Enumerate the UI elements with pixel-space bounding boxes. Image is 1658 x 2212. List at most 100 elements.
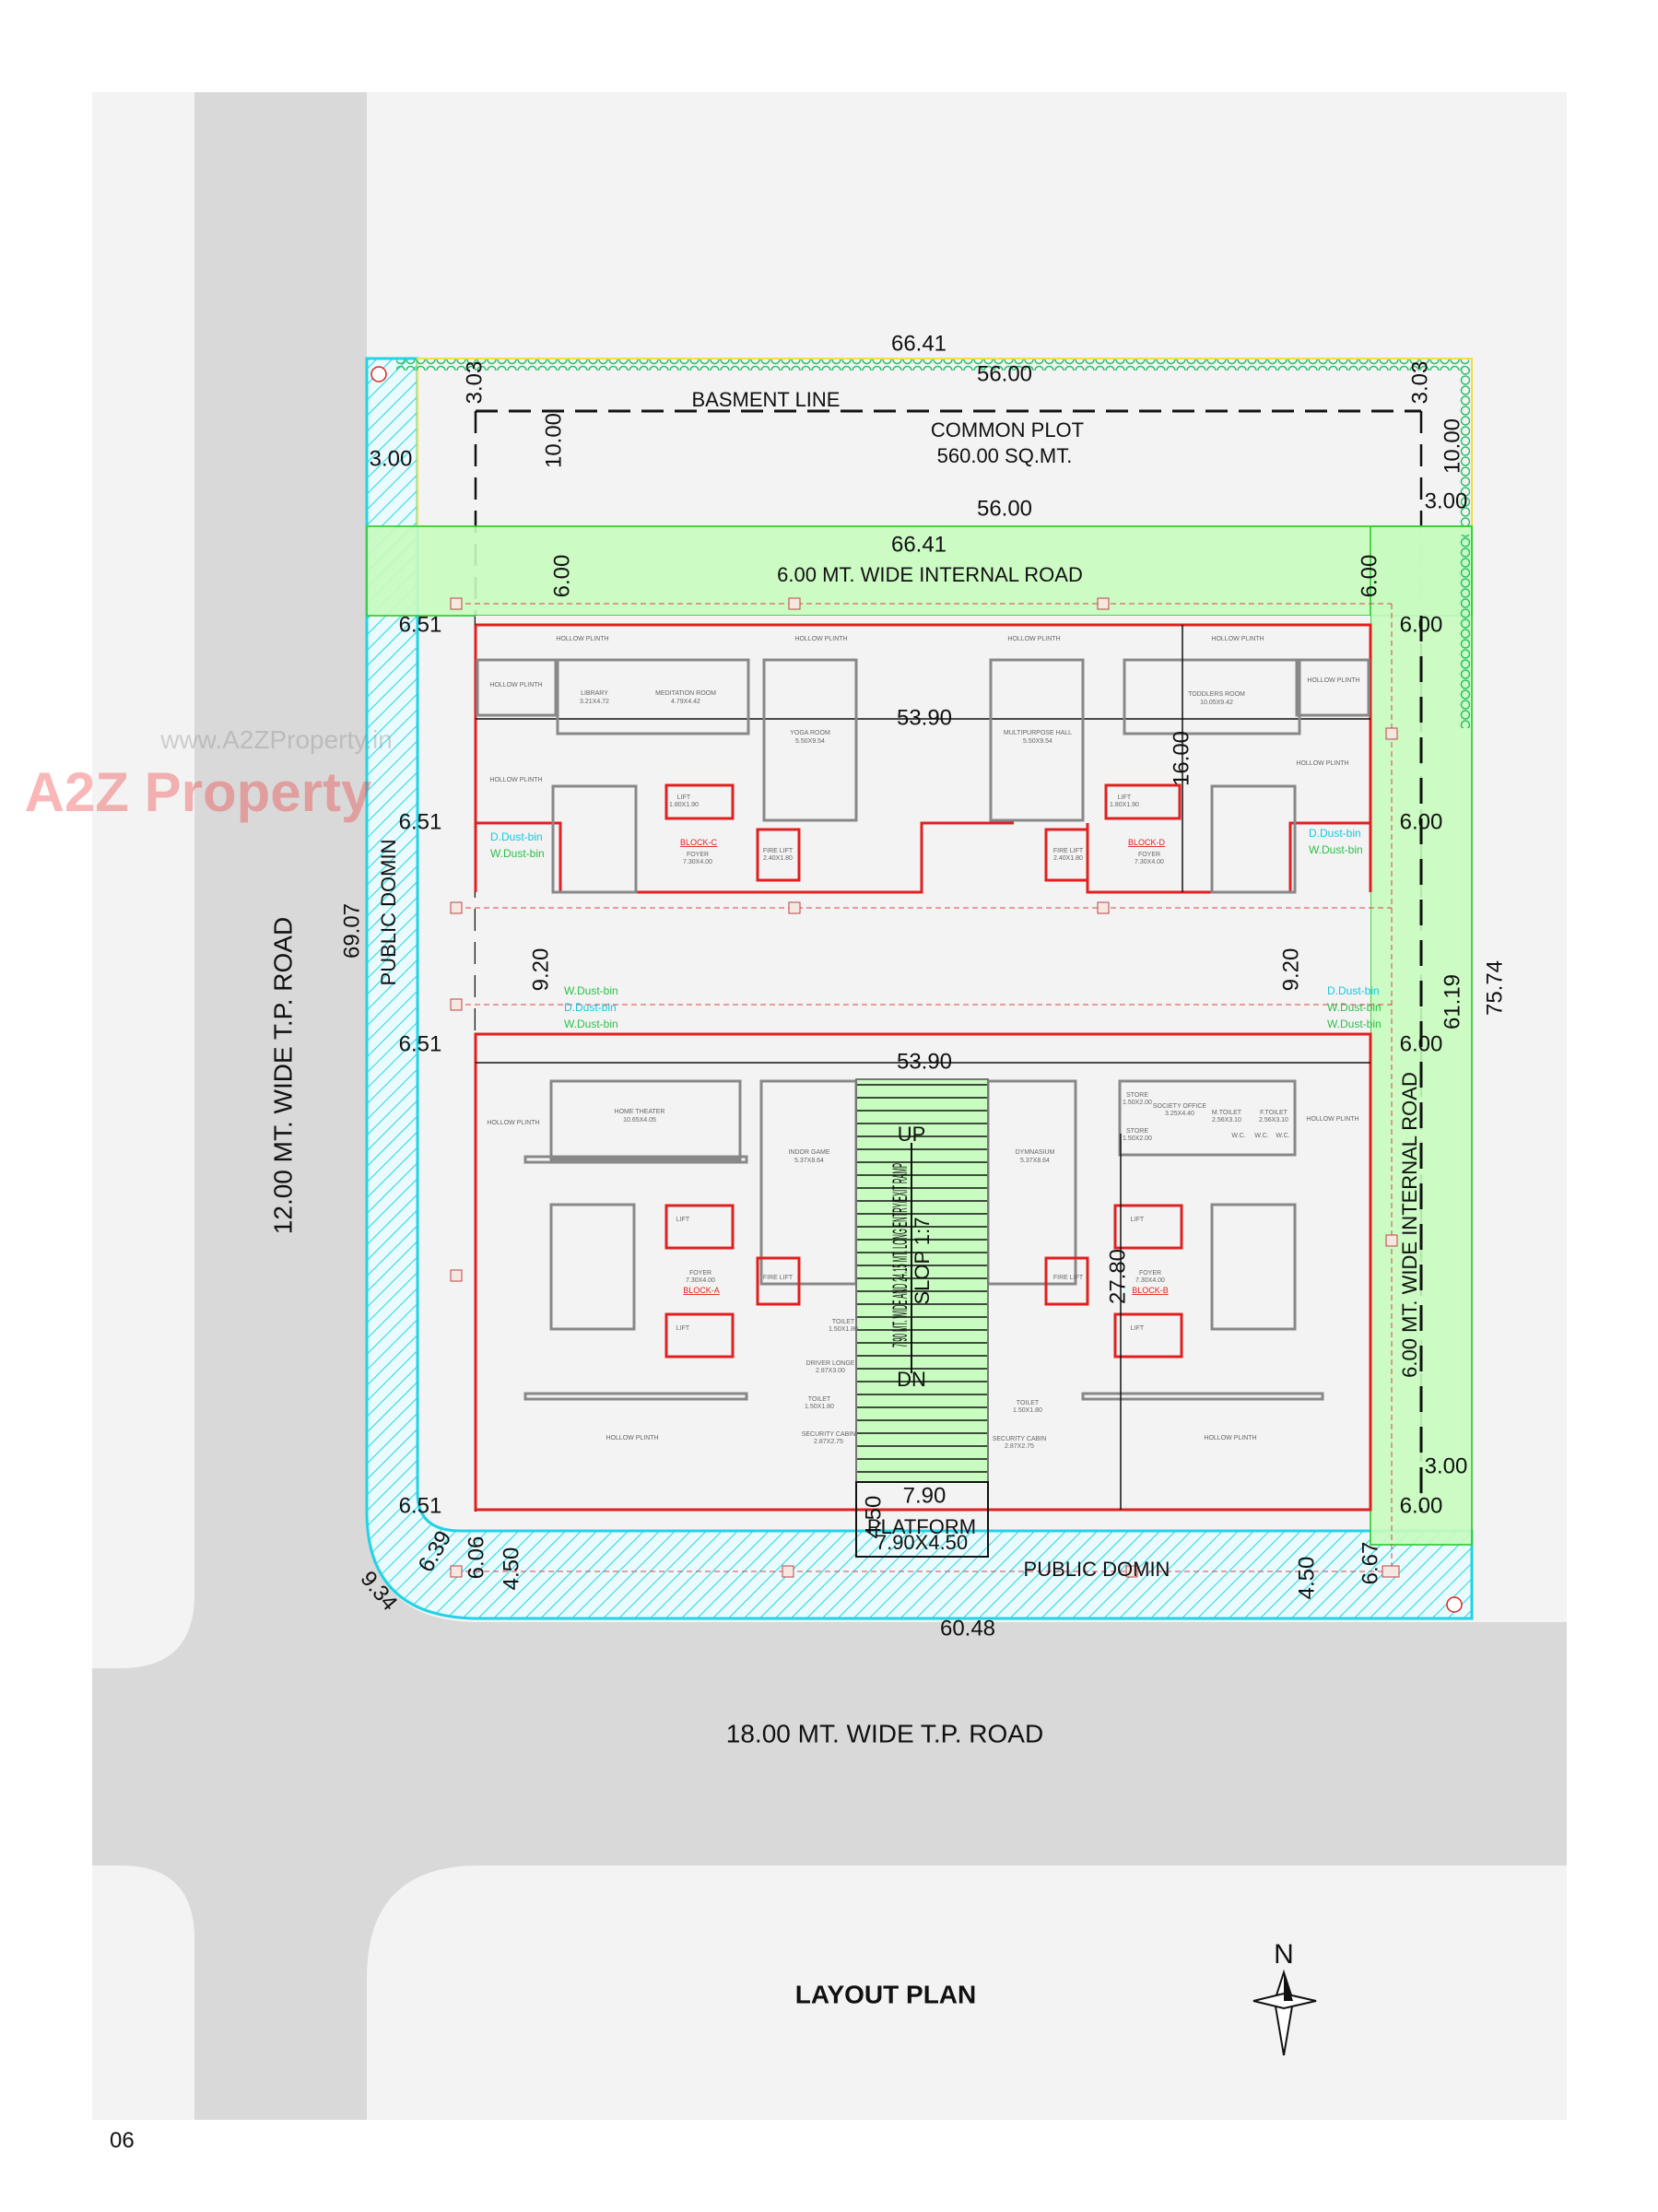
lift-b-lower <box>1113 1312 1183 1359</box>
room-hollow-plinth: HOLLOW PLINTH <box>487 1120 539 1126</box>
wall-strip <box>523 1155 748 1164</box>
left-road-label: 12.00 MT. WIDE T.P. ROAD <box>268 917 297 1234</box>
dim-bottom-total: 60.48 <box>940 1616 995 1641</box>
stair-d <box>1210 784 1297 894</box>
svg-text:3.25X4.40: 3.25X4.40 <box>1165 1111 1194 1117</box>
dim-right-1000: 10.00 <box>1440 418 1464 474</box>
svg-text:STORE: STORE <box>1126 1128 1148 1135</box>
svg-text:INDOR GAME: INDOR GAME <box>788 1149 829 1156</box>
dim-corner-606: 6.06 <box>464 1536 488 1580</box>
dim-lower-depth: 27.80 <box>1105 1249 1130 1304</box>
svg-text:2.87X3.00: 2.87X3.00 <box>816 1368 845 1374</box>
ramp-up-label: UP <box>898 1123 926 1146</box>
dim-left-total: 69.07 <box>339 903 364 959</box>
svg-text:2.56X3.10: 2.56X3.10 <box>1259 1117 1288 1124</box>
lift-label: LIFT <box>676 1217 690 1223</box>
fire-lift-d <box>1044 828 1089 882</box>
wet-dust-bin: W.Dust-bin <box>1327 1018 1382 1030</box>
internal-road-top <box>366 525 1473 617</box>
ic-marker <box>1097 597 1110 610</box>
svg-text:HOLLOW PLINTH: HOLLOW PLINTH <box>606 1435 658 1441</box>
svg-text:HOLLOW PLINTH: HOLLOW PLINTH <box>489 777 542 783</box>
toddlers-walls <box>1123 658 1301 735</box>
wet-dust-bin: W.Dust-bin <box>1327 1001 1382 1014</box>
room-wc: W.C. W.C. W.C. <box>1231 1133 1289 1139</box>
dry-dust-bin: D.Dust-bin <box>490 830 543 843</box>
platform-label: PLATFORM <box>867 1515 976 1538</box>
block-bottom-right <box>367 1865 1567 2120</box>
stair-b <box>1210 1203 1297 1331</box>
hollow-plinth-walls <box>476 658 558 717</box>
north-compass-icon: N <box>1252 1939 1317 2056</box>
dim-bottom-right-667: 6.67 <box>1358 1542 1382 1585</box>
wet-dust-bin: W.Dust-bin <box>1309 843 1363 856</box>
multipurpose-walls <box>989 658 1085 822</box>
svg-text:HOLLOW PLINTH: HOLLOW PLINTH <box>1211 636 1264 642</box>
svg-text:1.50X2.00: 1.50X2.00 <box>1123 1135 1152 1142</box>
wet-dust-bin: W.Dust-bin <box>564 1018 618 1030</box>
svg-text:TOILET: TOILET <box>832 1319 855 1325</box>
internal-road-top-label: 6.00 MT. WIDE INTERNAL ROAD <box>777 563 1083 586</box>
svg-text:HOLLOW PLINTH: HOLLOW PLINTH <box>556 636 608 642</box>
foyer-size: 7.30X4.00 <box>1135 1277 1165 1284</box>
dim-top-total: 66.41 <box>891 331 947 356</box>
fire-lift-label: FIRE LIFT <box>763 1275 794 1281</box>
tree-row-right-lower <box>1459 535 1470 728</box>
svg-text:2.87X2.75: 2.87X2.75 <box>814 1439 843 1445</box>
dim-right-303: 3.03 <box>1407 361 1432 405</box>
svg-text:W.C.: W.C. <box>1254 1133 1268 1139</box>
svg-text:LIBRARY: LIBRARY <box>581 690 608 697</box>
mh-marker <box>1382 1565 1400 1578</box>
dim-651: 6.51 <box>399 809 442 834</box>
ic-marker <box>1097 901 1110 914</box>
dry-dust-bin: D.Dust-bin <box>1309 827 1361 840</box>
foyer-size: 7.30X4.00 <box>686 1277 715 1284</box>
dim-width-upper: 53.90 <box>897 705 952 730</box>
room-hollow-plinth: HOLLOW PLINTH <box>1306 1116 1358 1123</box>
dim-600: 6.00 <box>1400 612 1443 637</box>
block-bottom-left <box>92 1865 194 2120</box>
room-hollow-plinth: HOLLOW PLINTH <box>1007 636 1060 642</box>
dim-gap-right: 9.20 <box>1278 948 1303 992</box>
dim-upper-depth: 16.00 <box>1169 731 1194 786</box>
room-hollow-plinth: HOLLOW PLINTH <box>1296 760 1348 767</box>
svg-text:W.C.: W.C. <box>1231 1133 1245 1139</box>
svg-text:10.05X9.42: 10.05X9.42 <box>1200 700 1233 706</box>
bottom-road-label: 18.00 MT. WIDE T.P. ROAD <box>726 1719 1043 1747</box>
svg-text:W.C.: W.C. <box>1276 1133 1289 1139</box>
fire-lift-c <box>756 828 801 882</box>
svg-text:HOLLOW PLINTH: HOLLOW PLINTH <box>489 682 542 688</box>
lift-label: LIFT <box>1118 794 1132 801</box>
dry-dust-bin: D.Dust-bin <box>564 1001 617 1014</box>
library-meditation-walls <box>556 658 750 735</box>
block-c-label: BLOCK-C <box>680 838 718 847</box>
lift-size: 1.80X1.90 <box>669 802 699 808</box>
lift-d <box>1104 783 1182 820</box>
svg-text:1.50X2.00: 1.50X2.00 <box>1123 1100 1152 1106</box>
ic-marker <box>450 998 463 1011</box>
watermark-url: www.A2ZProperty.in <box>159 725 393 754</box>
dim-651: 6.51 <box>399 1493 442 1518</box>
page-number: 06 <box>110 2128 135 2153</box>
svg-text:5.50X9.54: 5.50X9.54 <box>795 738 825 745</box>
dim-600: 6.00 <box>1400 1493 1443 1518</box>
internal-road-right-label: 6.00 MT. WIDE INTERNAL ROAD <box>1398 1072 1421 1378</box>
ic-marker <box>1385 1234 1398 1247</box>
wet-dust-bin: W.Dust-bin <box>490 847 545 860</box>
dim-platform-h: 4.50 <box>861 1496 886 1539</box>
dust-bins: D.Dust-bin W.Dust-bin D.Dust-bin W.Dust-… <box>490 827 1382 1030</box>
